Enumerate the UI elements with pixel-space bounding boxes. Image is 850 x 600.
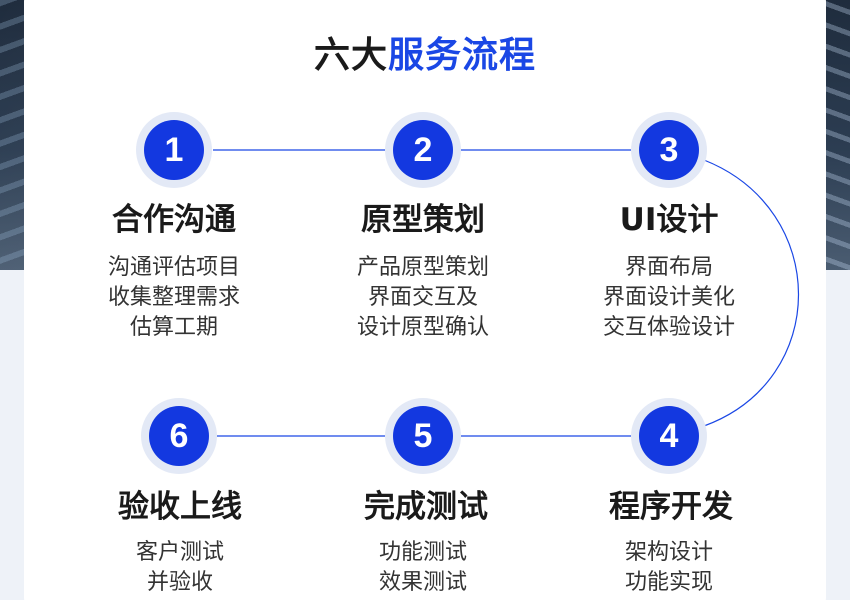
content-card (24, 0, 826, 600)
step-1-description: 沟通评估项目 收集整理需求 估算工期 (64, 253, 284, 343)
step-4-badge: 4 (631, 398, 707, 474)
step-5-line: 效果测试 (378, 570, 467, 595)
step-2-line: 产品原型策划 (356, 255, 489, 280)
step-1-line: 收集整理需求 (107, 285, 240, 310)
step-4-line: 架构设计 (624, 540, 713, 565)
step-3-name: UI设计 (619, 202, 719, 238)
step-1-line: 沟通评估项目 (107, 255, 240, 280)
step-6-description: 客户测试 并验收 (70, 538, 290, 598)
step-2-description: 产品原型策划 界面交互及 设计原型确认 (313, 253, 533, 343)
step-5-badge: 5 (385, 398, 461, 474)
step-4-line: 功能实现 (624, 570, 713, 595)
step-2-line: 设计原型确认 (356, 315, 489, 340)
step-4-description: 架构设计 功能实现 (559, 538, 779, 598)
title-highlight: 服务流程 (388, 35, 537, 76)
step-2-line: 界面交互及 (367, 285, 478, 310)
step-6-line: 客户测试 (135, 540, 224, 565)
step-5-number: 5 (393, 406, 453, 466)
title-prefix: 六大 (313, 35, 388, 76)
step-6-name: 验收上线 (118, 489, 242, 525)
step-3-description: 界面布局 界面设计美化 交互体验设计 (559, 253, 779, 343)
step-1-name: 合作沟通 (112, 202, 236, 238)
step-5-name: 完成测试 (364, 489, 488, 525)
step-5-line: 功能测试 (378, 540, 467, 565)
step-3-number: 3 (639, 120, 699, 180)
step-2-number: 2 (393, 120, 453, 180)
step-1-number: 1 (144, 120, 204, 180)
step-3-badge: 3 (631, 112, 707, 188)
step-6-line: 并验收 (146, 570, 213, 595)
step-3-line: 交互体验设计 (602, 315, 735, 340)
step-4-number: 4 (639, 406, 699, 466)
step-5-description: 功能测试 效果测试 (313, 538, 533, 598)
step-3-line: 界面布局 (624, 255, 713, 280)
step-3-line: 界面设计美化 (602, 285, 735, 310)
step-6-number: 6 (149, 406, 209, 466)
connector-3-4 (703, 159, 799, 427)
step-6-badge: 6 (141, 398, 217, 474)
step-4-name: 程序开发 (609, 489, 733, 525)
step-1-line: 估算工期 (129, 315, 218, 340)
step-2-name: 原型策划 (361, 202, 485, 238)
page-title: 六大服务流程 (0, 30, 850, 82)
step-2-badge: 2 (385, 112, 461, 188)
step-1-badge: 1 (136, 112, 212, 188)
